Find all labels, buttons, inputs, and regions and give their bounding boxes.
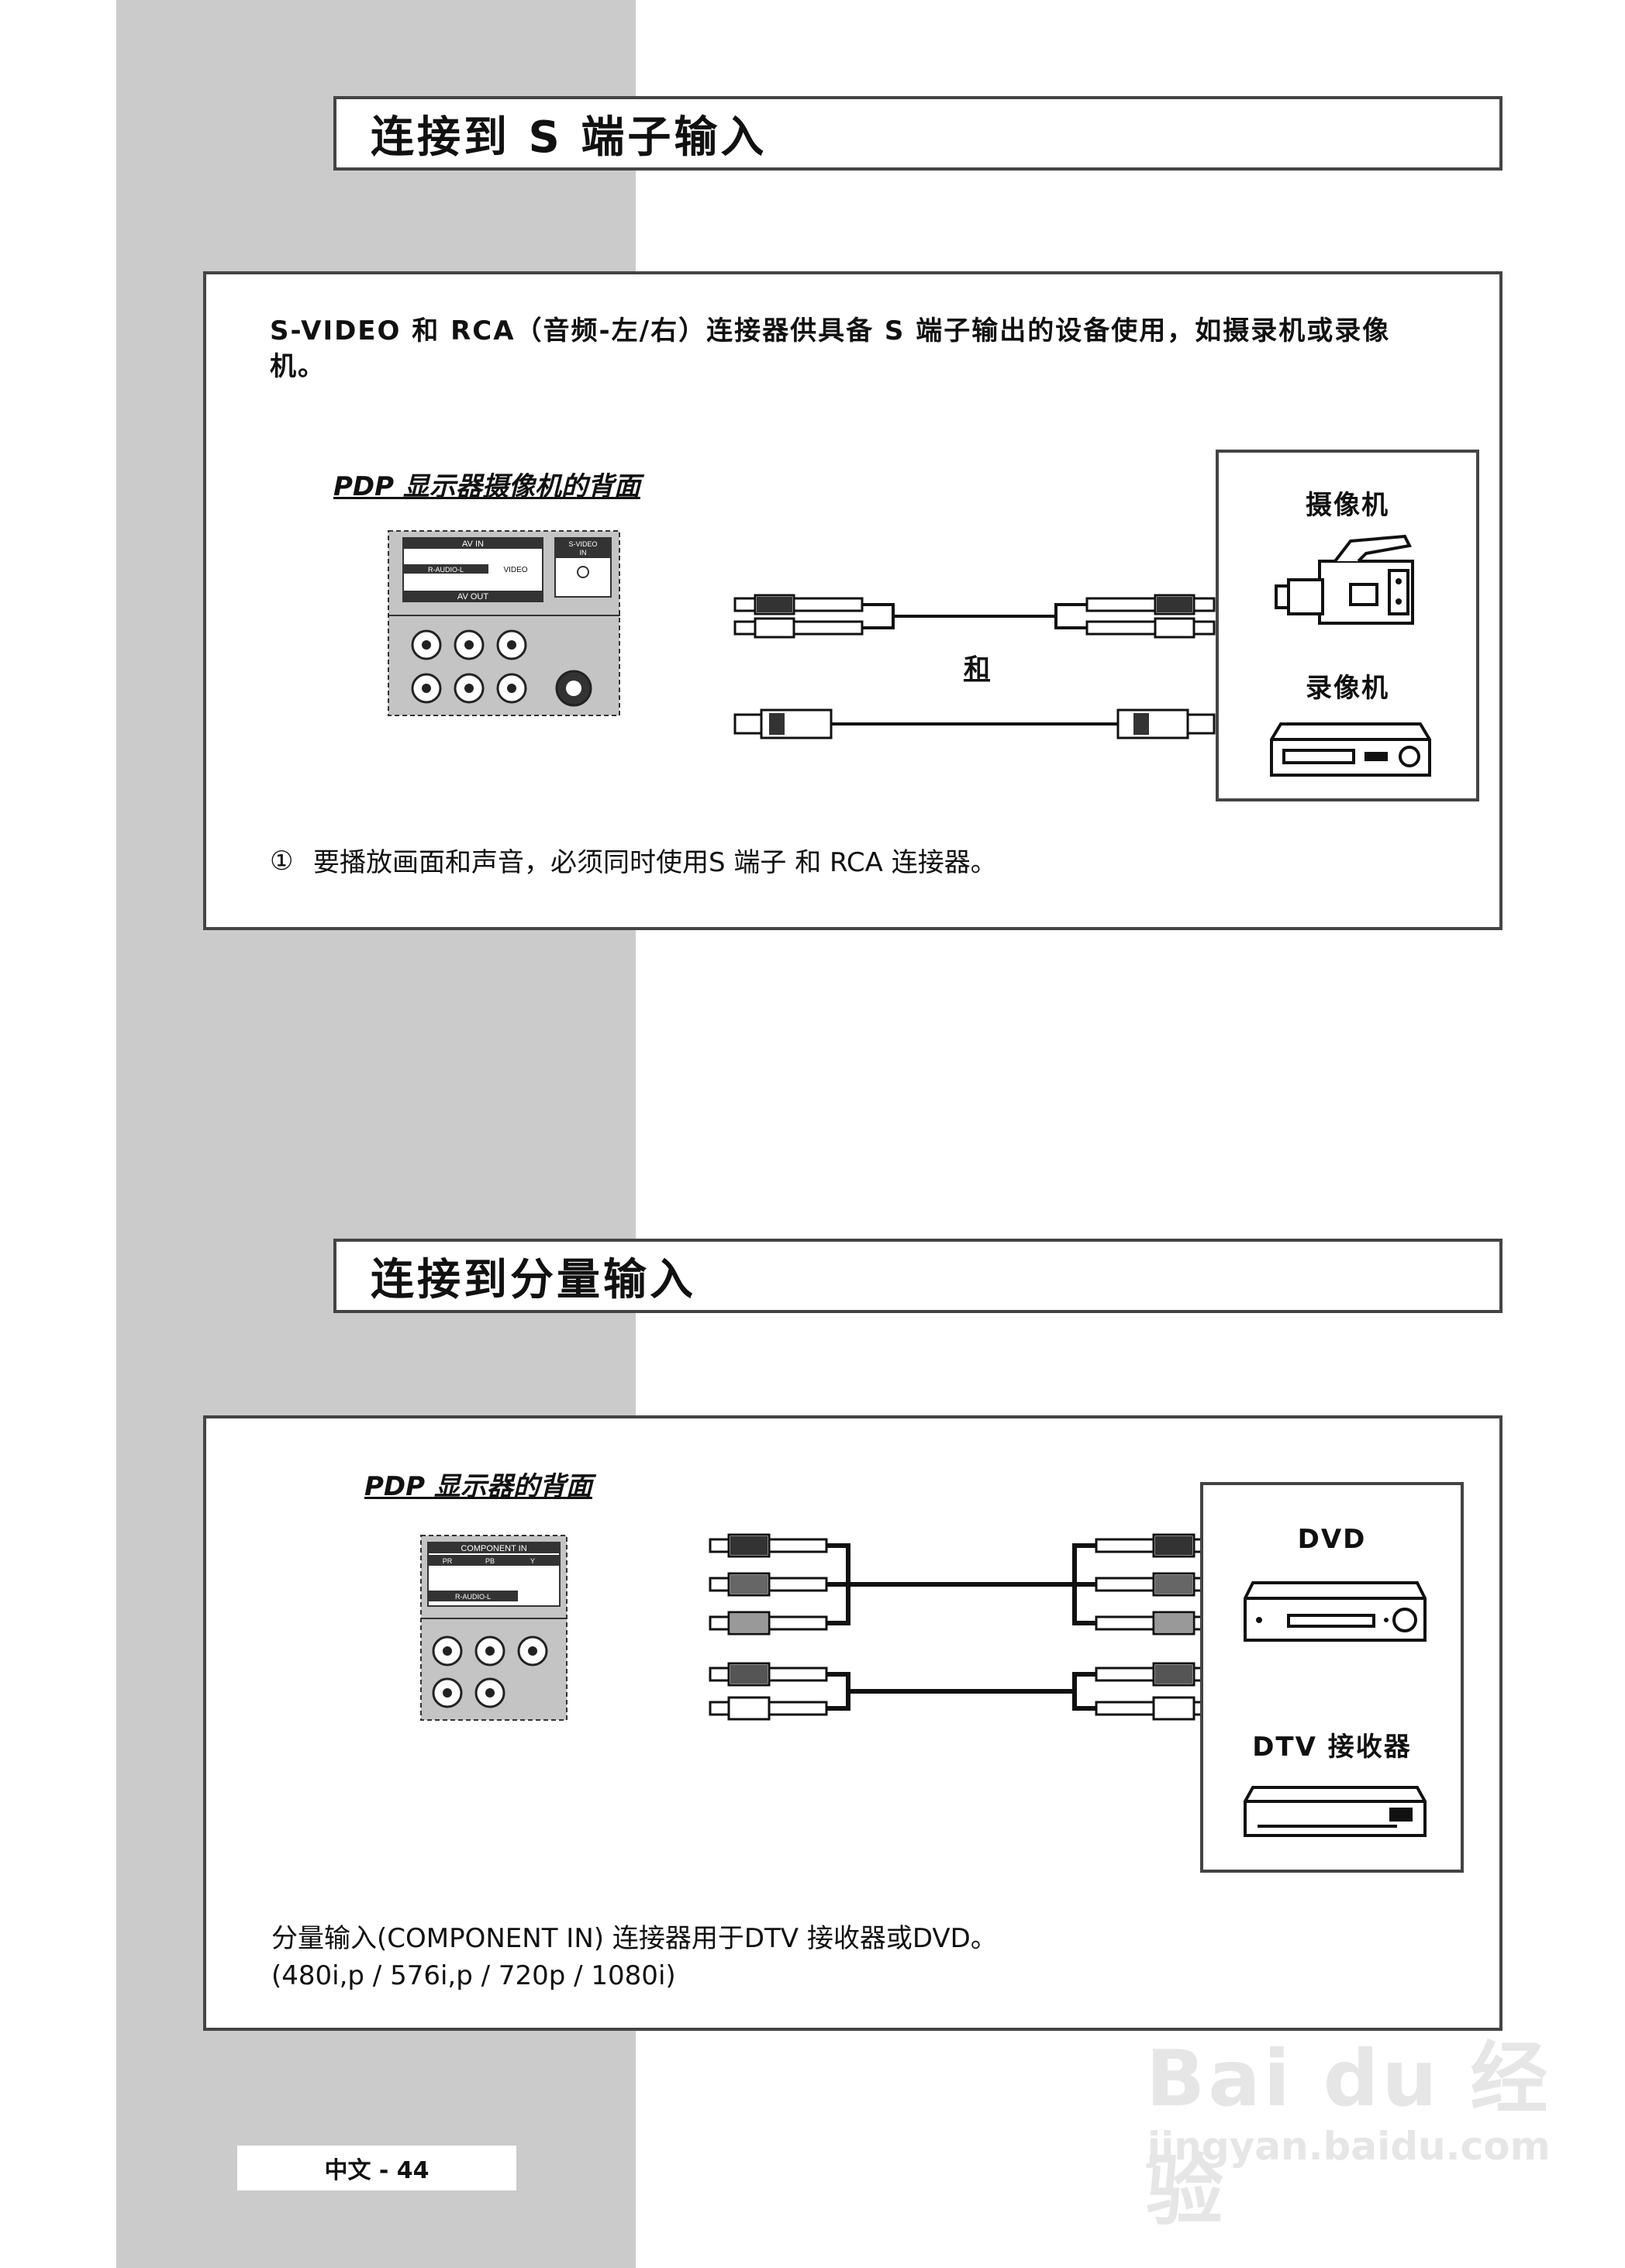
label-av-out: AV OUT (457, 592, 488, 601)
watermark-brand: Bai du 经验 (1146, 2033, 1551, 2236)
label-pr: PR (443, 1557, 453, 1565)
section1-panel: S-VIDEO 和 RCA（音频-左/右）连接器供具备 S 端子输出的设备使用，… (203, 271, 1503, 930)
page-number-footer: 中文 - 44 (237, 2146, 516, 2190)
label-in: IN (580, 549, 587, 557)
note-marker: ① (270, 846, 294, 877)
component-rear-panel-diagram: COMPONENT IN PR PB Y R-AUDIO-L (420, 1535, 568, 1721)
device-camcorder-label: 摄像机 (1306, 490, 1389, 521)
label-av-in: AV IN (462, 539, 484, 549)
section1-description-line1: S-VIDEO 和 RCA（音频-左/右）连接器供具备 S 端子输出的设备使用，… (270, 315, 1391, 346)
section2-note-line2: (480i,p / 576i,p / 720p / 1080i) (271, 1960, 676, 1991)
section2-cables-diagram (709, 1533, 1214, 1721)
section1-devices-box: 摄像机 录像机 (1216, 450, 1479, 801)
label-svideo: S-VIDEO (568, 540, 597, 548)
device-vcr-label: 录像机 (1306, 673, 1389, 704)
av-rear-panel-diagram: AV IN R-AUDIO-L VIDEO AV OUT S-VIDEO IN (388, 530, 620, 716)
section2-panel: PDP 显示器的背面 COMPONENT IN PR PB Y R-AUDIO-… (203, 1415, 1503, 2031)
section2-rear-label: PDP 显示器的背面 (364, 1471, 592, 1502)
section1-rear-label: PDP 显示器摄像机的背面 (333, 471, 640, 502)
section1-title: 连接到 S 端子输入 (333, 96, 1503, 171)
dvd-player-icon (1244, 1581, 1427, 1642)
device-dvd-label: DVD (1297, 1524, 1367, 1555)
section1-title-text: 连接到 S 端子输入 (371, 112, 768, 163)
camcorder-icon (1275, 534, 1414, 625)
cable-and-label: 和 (964, 653, 990, 684)
label-video: VIDEO (503, 566, 527, 574)
section2-note-line1: 分量输入(COMPONENT IN) 连接器用于DTV 接收器或DVD。 (271, 1923, 997, 1954)
label-y: Y (530, 1557, 535, 1565)
dtv-receiver-icon (1244, 1786, 1427, 1837)
label-component-in: COMPONENT IN (461, 1544, 526, 1553)
section1-note: 要播放画面和声音，必须同时使用S 端子 和 RCA 连接器。 (313, 847, 997, 878)
section2-devices-box: DVD DTV 接收器 (1200, 1482, 1464, 1873)
label-audio-component: R-AUDIO-L (455, 1593, 491, 1601)
section2-title: 连接到分量输入 (333, 1239, 1503, 1313)
vcr-icon (1270, 722, 1431, 777)
device-dtv-receiver-label: DTV 接收器 (1252, 1732, 1412, 1763)
label-audio: R-AUDIO-L (428, 566, 464, 574)
label-pb: PB (485, 1557, 495, 1565)
section1-description-line2: 机。 (270, 351, 326, 382)
watermark-url: jingyan.baidu.com (1147, 2124, 1551, 2169)
section2-title-text: 连接到分量输入 (371, 1254, 696, 1305)
